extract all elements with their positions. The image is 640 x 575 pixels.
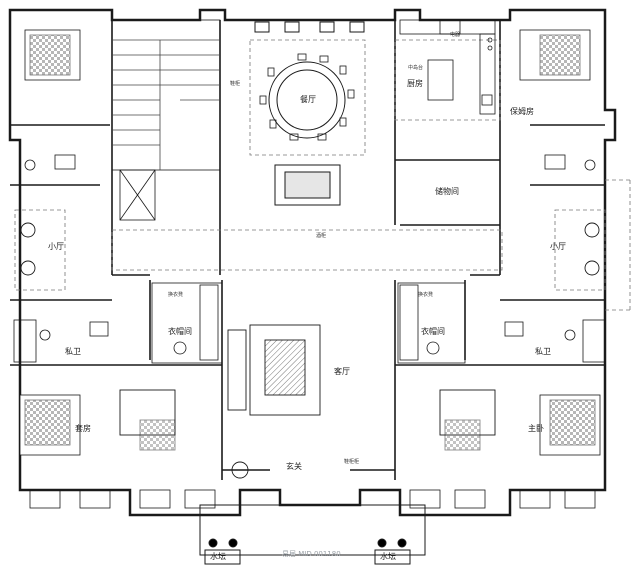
bathrooms <box>13 154 606 363</box>
label-lounge-right: 小厅 <box>550 242 566 251</box>
label-bath-left: 私卫 <box>65 347 81 356</box>
label-bath-right: 私卫 <box>535 347 551 356</box>
watermark: 易居 MID 001180 <box>282 550 341 558</box>
tag-fridge: 电器 <box>450 32 461 38</box>
label-kitchen: 厨房 <box>407 79 423 88</box>
dashed-guides <box>14 39 631 311</box>
kitchen-fixtures <box>399 19 496 115</box>
dining-table <box>254 21 365 206</box>
entrance <box>199 504 426 565</box>
label-guest-bedroom: 套房 <box>75 424 91 433</box>
interior-walls <box>10 20 605 480</box>
label-planter-left: 水坛 <box>210 552 226 561</box>
label-nanny-room: 保姆房 <box>510 107 534 116</box>
tag-wardrobe-right: 换衣凳 <box>418 292 434 298</box>
label-lounge-left: 小厅 <box>48 242 64 251</box>
label-closet-left: 衣帽间 <box>168 327 192 336</box>
closets <box>151 282 466 364</box>
label-living: 客厅 <box>334 367 350 376</box>
living-furniture <box>119 324 496 479</box>
bedroom-beds <box>19 29 601 456</box>
label-closet-right: 衣帽间 <box>421 327 445 336</box>
tag-shoe-cabinet: 鞋柜 <box>230 81 241 87</box>
staircase <box>111 19 221 221</box>
tag-entry-cabinet: 鞋柜柜 <box>344 459 360 465</box>
tag-wine-cabinet: 酒柜 <box>316 233 327 239</box>
label-dining: 餐厅 <box>300 95 316 104</box>
label-master-bedroom: 主卧 <box>528 424 544 433</box>
windows <box>29 489 596 509</box>
label-planter-right: 水坛 <box>380 552 396 561</box>
tag-island: 中岛台 <box>408 65 424 71</box>
label-storage: 储物间 <box>435 187 459 196</box>
lounge-chairs <box>20 222 600 276</box>
tag-wardrobe-left: 换衣凳 <box>168 292 184 298</box>
label-foyer: 玄关 <box>286 462 302 471</box>
outer-walls <box>8 8 617 517</box>
